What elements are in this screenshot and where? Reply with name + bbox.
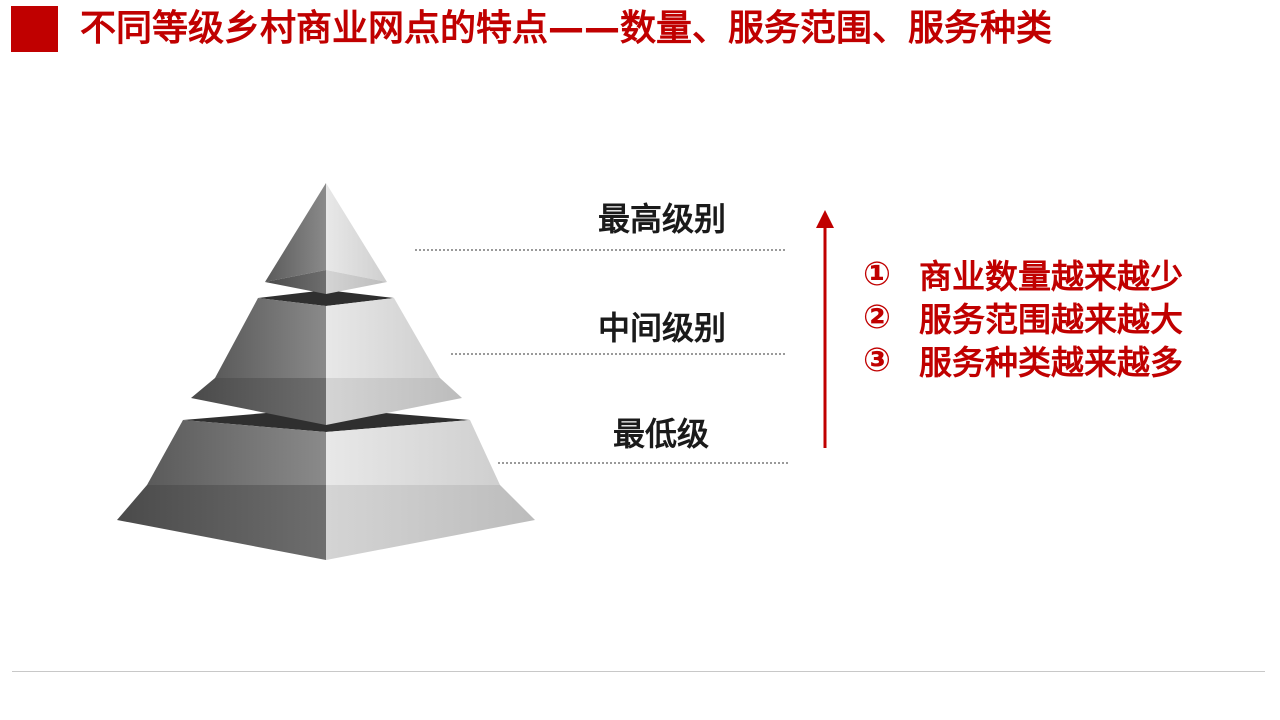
feature-number: ② (863, 297, 891, 336)
pyramid-diagram (117, 183, 535, 560)
pyramid-tier-middle (191, 290, 462, 425)
pyramid-tier-top (265, 183, 387, 294)
title-accent-bar (11, 6, 58, 52)
pyramid-tier-bottom (117, 408, 535, 560)
level-label-lowest: 最低级 (613, 415, 710, 453)
slide-title: 不同等级乡村商业网点的特点——数量、服务范围、服务种类 (80, 8, 1053, 49)
feature-text: 服务种类越来越多 (919, 342, 1183, 382)
feature-item: ② 服务范围越来越大 (863, 295, 1183, 339)
feature-item: ① 商业数量越来越少 (863, 252, 1183, 296)
guide-line-middle (451, 353, 785, 355)
arrow-up-icon (816, 210, 834, 448)
feature-text: 服务范围越来越大 (919, 299, 1183, 339)
feature-number: ① (863, 254, 891, 293)
level-label-highest: 最高级别 (598, 200, 727, 238)
feature-text: 商业数量越来越少 (919, 256, 1183, 296)
bottom-divider (12, 671, 1265, 672)
feature-number: ③ (863, 340, 891, 379)
level-label-middle: 中间级别 (598, 309, 727, 347)
feature-item: ③ 服务种类越来越多 (863, 338, 1183, 382)
feature-list: ① 商业数量越来越少 ② 服务范围越来越大 ③ 服务种类越来越多 (863, 252, 1183, 382)
guide-line-lowest (498, 462, 788, 464)
guide-line-highest (415, 249, 785, 251)
